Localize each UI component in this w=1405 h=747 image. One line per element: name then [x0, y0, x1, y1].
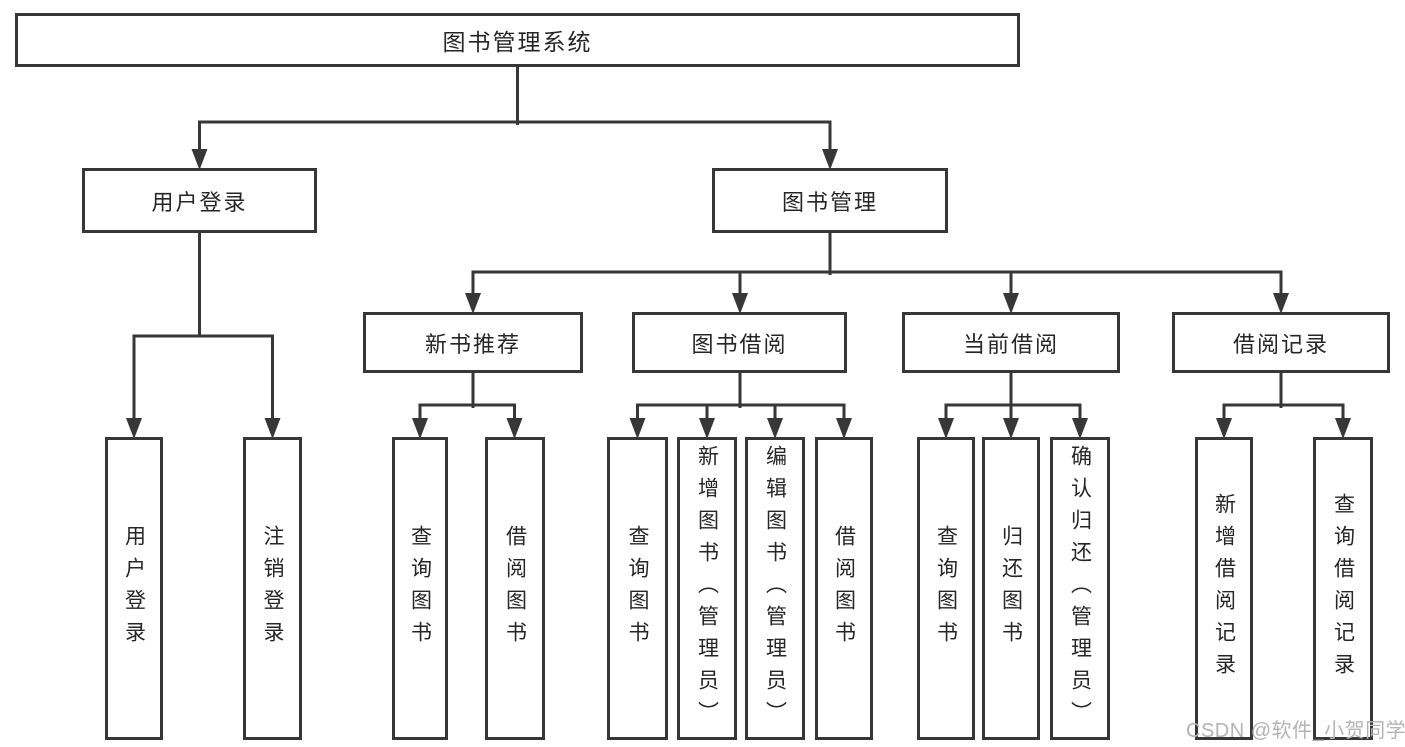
leaf-add-borrow-record: 新增借阅记录 [1195, 437, 1253, 740]
leaf-recommend-borrow-books: 借阅图书 [485, 437, 545, 740]
leaf-borrow-query-books: 查询图书 [607, 437, 668, 740]
node-book-mgmt-label: 图书管理 [781, 189, 878, 215]
leaf-return-book-label: 归还图书 [999, 524, 1023, 653]
leaf-return-book: 归还图书 [982, 437, 1040, 740]
leaf-add-borrow-record-label: 新增借阅记录 [1212, 492, 1236, 685]
leaf-borrow-book: 借阅图书 [815, 437, 873, 740]
node-new-book-recommend-label: 新书推荐 [424, 331, 521, 357]
leaf-logout: 注销登录 [243, 437, 302, 740]
node-book-borrow: 图书借阅 [632, 312, 847, 373]
leaf-logout-label: 注销登录 [261, 524, 284, 653]
leaf-edit-book-admin-label: 编辑图书（管理员） [763, 444, 787, 733]
leaf-borrow-query-books-label: 查询图书 [626, 524, 649, 653]
leaf-add-book-admin: 新增图书（管理员） [677, 437, 737, 740]
node-book-borrow-label: 图书借阅 [691, 331, 788, 357]
leaf-borrow-book-label: 借阅图书 [832, 524, 856, 653]
leaf-add-book-admin-label: 新增图书（管理员） [695, 444, 719, 733]
node-borrow-records-label: 借阅记录 [1232, 331, 1329, 357]
watermark: CSDN @软件_小贺同学 [1186, 720, 1405, 742]
leaf-recommend-query-books-label: 查询图书 [408, 524, 432, 653]
node-current-borrow: 当前借阅 [902, 312, 1120, 373]
node-user-login: 用户登录 [82, 168, 317, 233]
leaf-current-query-books-label: 查询图书 [934, 524, 958, 653]
node-current-borrow-label: 当前借阅 [962, 331, 1059, 357]
leaf-query-borrow-record-label: 查询借阅记录 [1331, 492, 1355, 685]
node-new-book-recommend: 新书推荐 [363, 312, 583, 373]
node-user-login-label: 用户登录 [151, 189, 248, 215]
node-book-mgmt: 图书管理 [712, 168, 948, 233]
leaf-user-login-label: 用户登录 [122, 524, 146, 653]
leaf-confirm-return-admin-label: 确认归还（管理员） [1068, 444, 1092, 733]
node-system-root-label: 图书管理系统 [442, 29, 593, 55]
node-borrow-records: 借阅记录 [1172, 312, 1390, 373]
leaf-recommend-borrow-books-label: 借阅图书 [503, 524, 527, 653]
leaf-query-borrow-record: 查询借阅记录 [1313, 437, 1373, 740]
leaf-edit-book-admin: 编辑图书（管理员） [745, 437, 805, 740]
leaf-user-login: 用户登录 [105, 437, 163, 740]
leaf-confirm-return-admin: 确认归还（管理员） [1050, 437, 1110, 740]
leaf-current-query-books: 查询图书 [917, 437, 975, 740]
leaf-recommend-query-books: 查询图书 [392, 437, 448, 740]
node-system-root: 图书管理系统 [15, 13, 1020, 67]
